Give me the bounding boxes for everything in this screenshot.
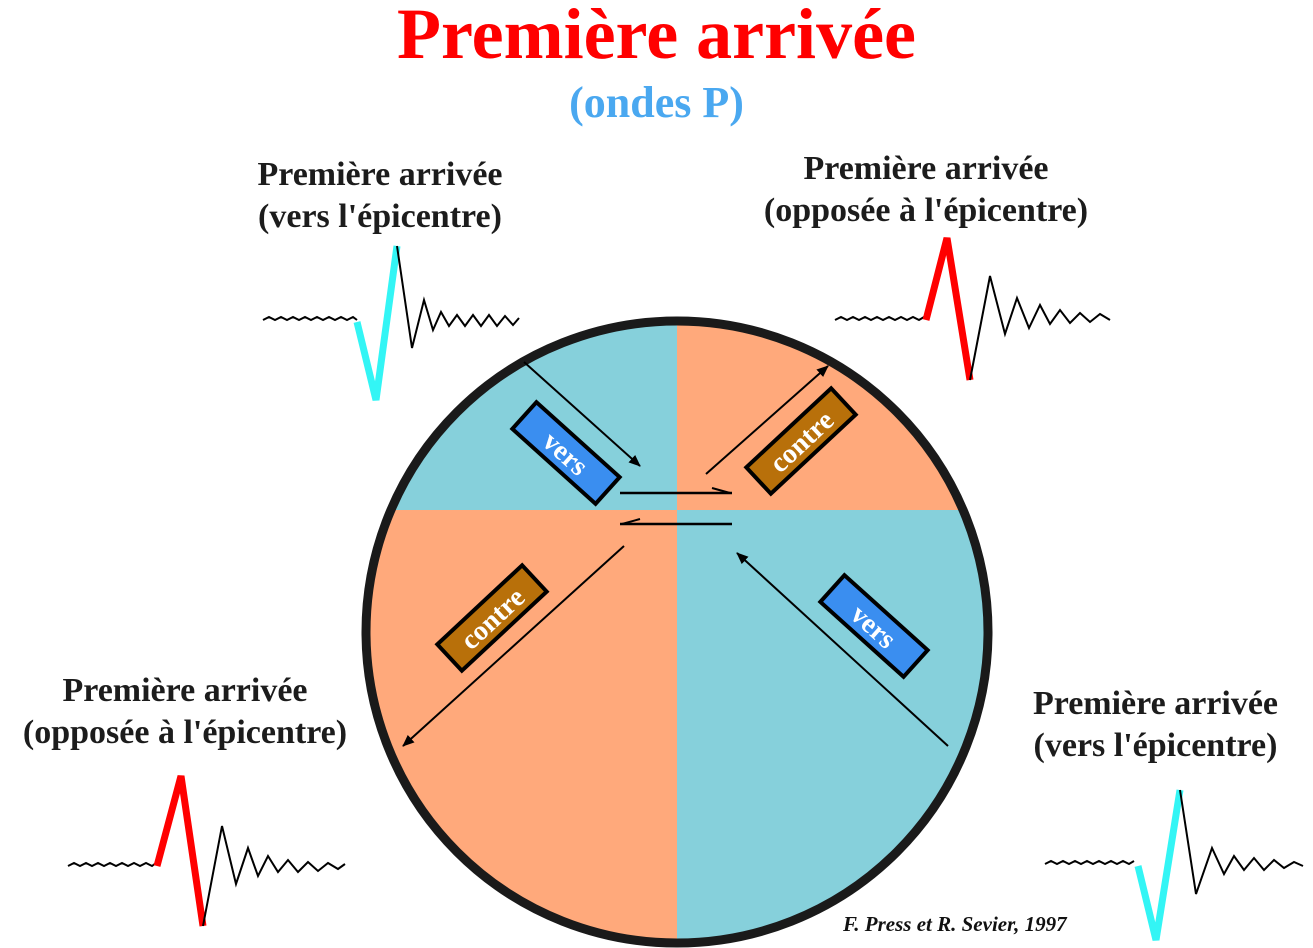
label-top-right-line1: Première arrivée — [803, 150, 1049, 187]
diagram-subtitle: (ondes P) — [569, 78, 744, 127]
fault-slip-lines — [620, 487, 732, 526]
label-top-left-line1: Première arrivée — [257, 156, 503, 193]
seismogram-top-left — [262, 245, 520, 401]
first-motion-up-bottom-left — [153, 775, 207, 927]
first-motion-down-bottom-right — [1134, 789, 1184, 941]
ray-arrow-top-right — [705, 365, 829, 475]
ray-arrow-bottom-left — [402, 545, 625, 747]
ray-arrow-bottom-right — [736, 552, 949, 747]
ray-arrow-top-left — [523, 361, 641, 467]
first-motion-up-top-right — [922, 237, 974, 381]
label-top-right: Première arrivée (opposée à l'épicentre) — [726, 148, 1126, 232]
seismogram-bottom-right — [1044, 789, 1304, 941]
focal-sphere-outline — [361, 316, 993, 948]
label-bottom-right: Première arrivée (vers l'épicentre) — [1003, 683, 1308, 767]
quadrant-top-left — [366, 321, 677, 510]
label-bottom-right-line2: (vers l'épicentre) — [1033, 727, 1278, 764]
vers-box-top-left: vers — [509, 399, 623, 507]
label-bottom-right-line1: Première arrivée — [1032, 685, 1279, 722]
label-bottom-left: Première arrivée (opposée à l'épicentre) — [0, 670, 370, 754]
quadrant-bottom-right — [677, 510, 988, 943]
diagram-title: Première arrivée — [397, 0, 916, 74]
first-motion-down-top-left — [353, 245, 401, 401]
label-top-right-line2: (opposée à l'épicentre) — [763, 192, 1089, 229]
label-top-left: Première arrivée (vers l'épicentre) — [190, 154, 570, 238]
label-bottom-left-line1: Première arrivée — [62, 672, 308, 709]
source-credit: F. Press et R. Sevier, 1997 — [843, 912, 1067, 936]
seismogram-bottom-left — [67, 775, 346, 927]
label-bottom-left-line2: (opposée à l'épicentre) — [22, 714, 348, 751]
seismogram-top-right — [834, 237, 1111, 381]
label-top-left-line2: (vers l'épicentre) — [258, 198, 502, 235]
